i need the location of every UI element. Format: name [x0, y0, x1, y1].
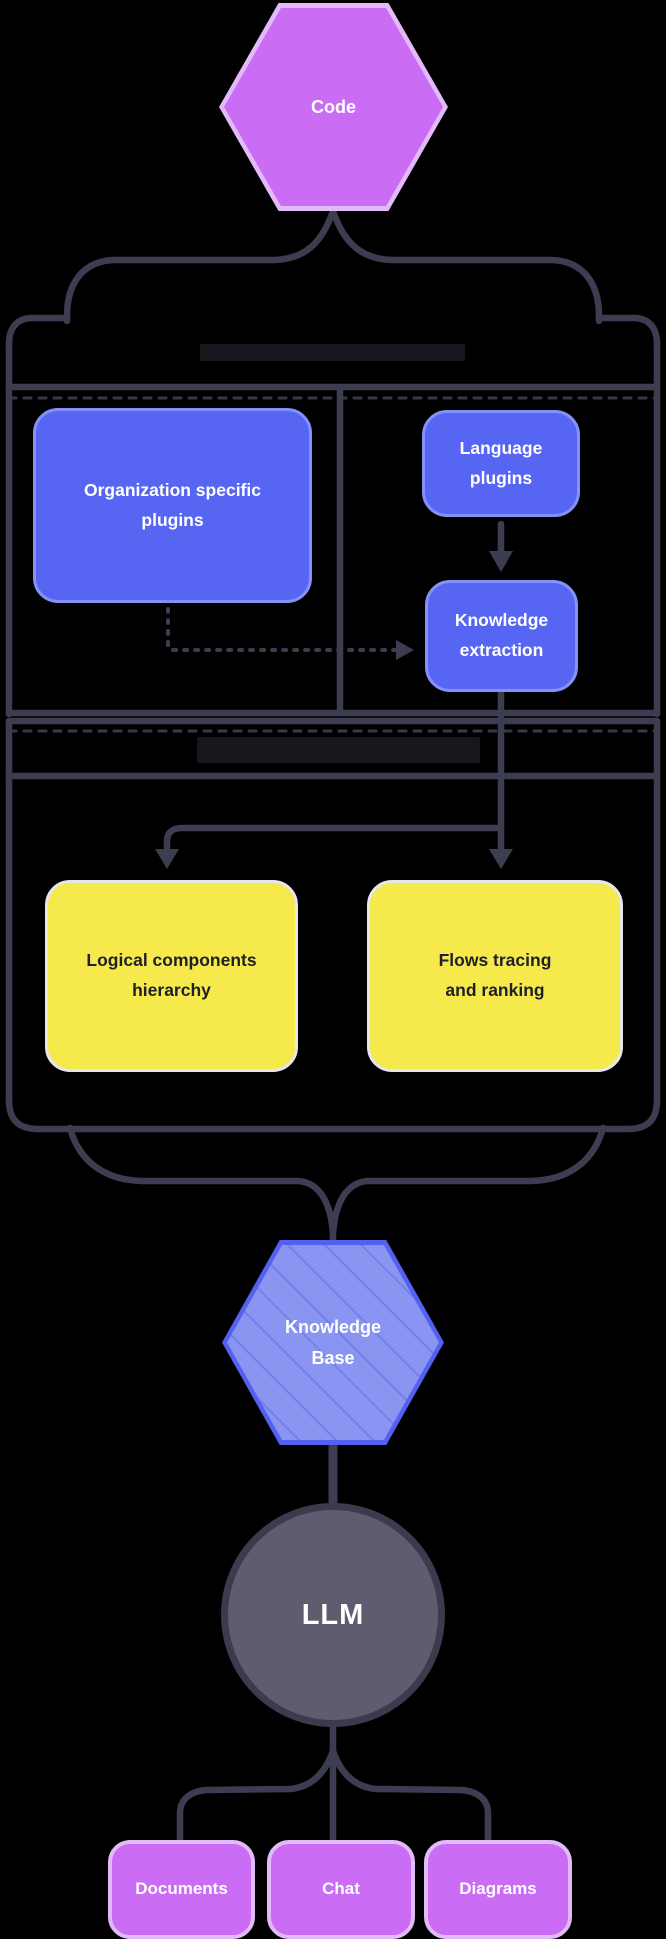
- node-code: Code: [219, 3, 448, 211]
- node-llm-label: LLM: [301, 1598, 365, 1631]
- node-knowledge-base-label: Knowledge Base: [284, 1316, 381, 1368]
- node-diagrams: Diagrams: [424, 1840, 572, 1939]
- container-ledge-right: [595, 314, 661, 348]
- edge-llm-to-diagrams: [329, 1747, 492, 1845]
- node-logical-hierarchy-label: Logical components hierarchy: [86, 950, 257, 1000]
- node-chat: Chat: [267, 1840, 415, 1939]
- section1-redacted-title-bar: [200, 344, 465, 361]
- node-chat-label: Chat: [322, 1879, 360, 1899]
- edge-llm-to-documents: [176, 1747, 337, 1845]
- node-org-plugins-label: Organization specific plugins: [84, 479, 261, 530]
- node-documents: Documents: [108, 1840, 255, 1939]
- kb-hexagon: Knowledge Base: [227, 1245, 439, 1440]
- section2-redacted-title-bar: [197, 737, 480, 763]
- arrowhead-org-extraction: [396, 640, 414, 660]
- node-language-plugins-label: Language plugins: [459, 437, 543, 488]
- node-knowledge-base: Knowledge Base: [222, 1240, 444, 1445]
- edge-org-to-extraction: [166, 607, 400, 652]
- arrowhead-flows: [489, 849, 513, 869]
- arrowhead-extraction: [489, 551, 513, 572]
- node-llm: LLM: [221, 1503, 445, 1727]
- node-language-plugins: Language plugins: [422, 410, 580, 517]
- arrowhead-logical: [155, 849, 179, 869]
- edge-extraction-branch-left: [163, 824, 505, 852]
- node-org-plugins: Organization specific plugins: [33, 408, 312, 603]
- node-knowledge-extraction: Knowledge extraction: [425, 580, 578, 692]
- container-ledge-left: [5, 314, 71, 348]
- node-documents-label: Documents: [135, 1879, 228, 1899]
- edge-code-fanout-right: [329, 207, 603, 325]
- node-flows-tracing: Flows tracing and ranking: [367, 880, 623, 1072]
- section2-bottom-border: [5, 1096, 661, 1133]
- funnel-right: [329, 1124, 607, 1236]
- node-knowledge-extraction-label: Knowledge extraction: [454, 610, 549, 660]
- node-code-label: Code: [311, 96, 356, 117]
- funnel-left: [66, 1124, 337, 1236]
- edge-code-fanout-left: [63, 207, 337, 325]
- code-hexagon: Code: [224, 8, 443, 206]
- node-diagrams-label: Diagrams: [459, 1879, 537, 1899]
- node-logical-hierarchy: Logical components hierarchy: [45, 880, 298, 1072]
- node-flows-tracing-label: Flows tracing and ranking: [438, 950, 552, 1000]
